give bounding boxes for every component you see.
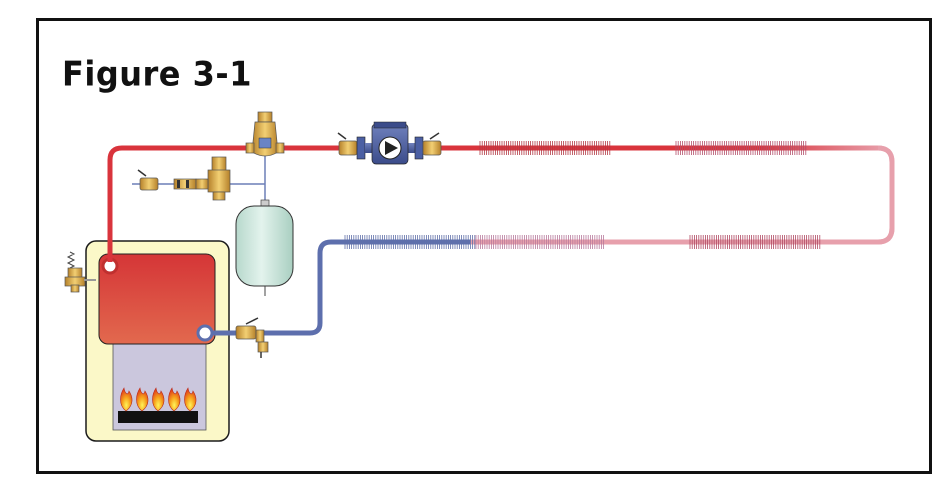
expansion-tank-icon bbox=[235, 199, 294, 296]
heat-exchanger bbox=[98, 253, 216, 345]
fill-line bbox=[132, 148, 266, 204]
pressure-reducing-valve-icon bbox=[173, 156, 231, 201]
circulator-pump-icon bbox=[337, 121, 442, 165]
supply-pipe bbox=[107, 145, 600, 262]
burner-base bbox=[118, 411, 198, 423]
ball-valve-icon bbox=[137, 169, 159, 191]
fin-tube-baseboard-icon bbox=[344, 141, 821, 249]
supply-pipe-far bbox=[600, 145, 895, 245]
figure-title: Figure 3-1 bbox=[62, 54, 252, 94]
boiler bbox=[85, 240, 230, 442]
ball-valve-icon bbox=[235, 317, 269, 358]
return-pipe bbox=[212, 239, 470, 336]
relief-valve-icon bbox=[64, 251, 96, 293]
flame-icon bbox=[120, 387, 197, 412]
supply-pipe-far-tail bbox=[470, 145, 895, 245]
air-separator-icon bbox=[245, 111, 285, 157]
return-inlet bbox=[196, 324, 214, 342]
